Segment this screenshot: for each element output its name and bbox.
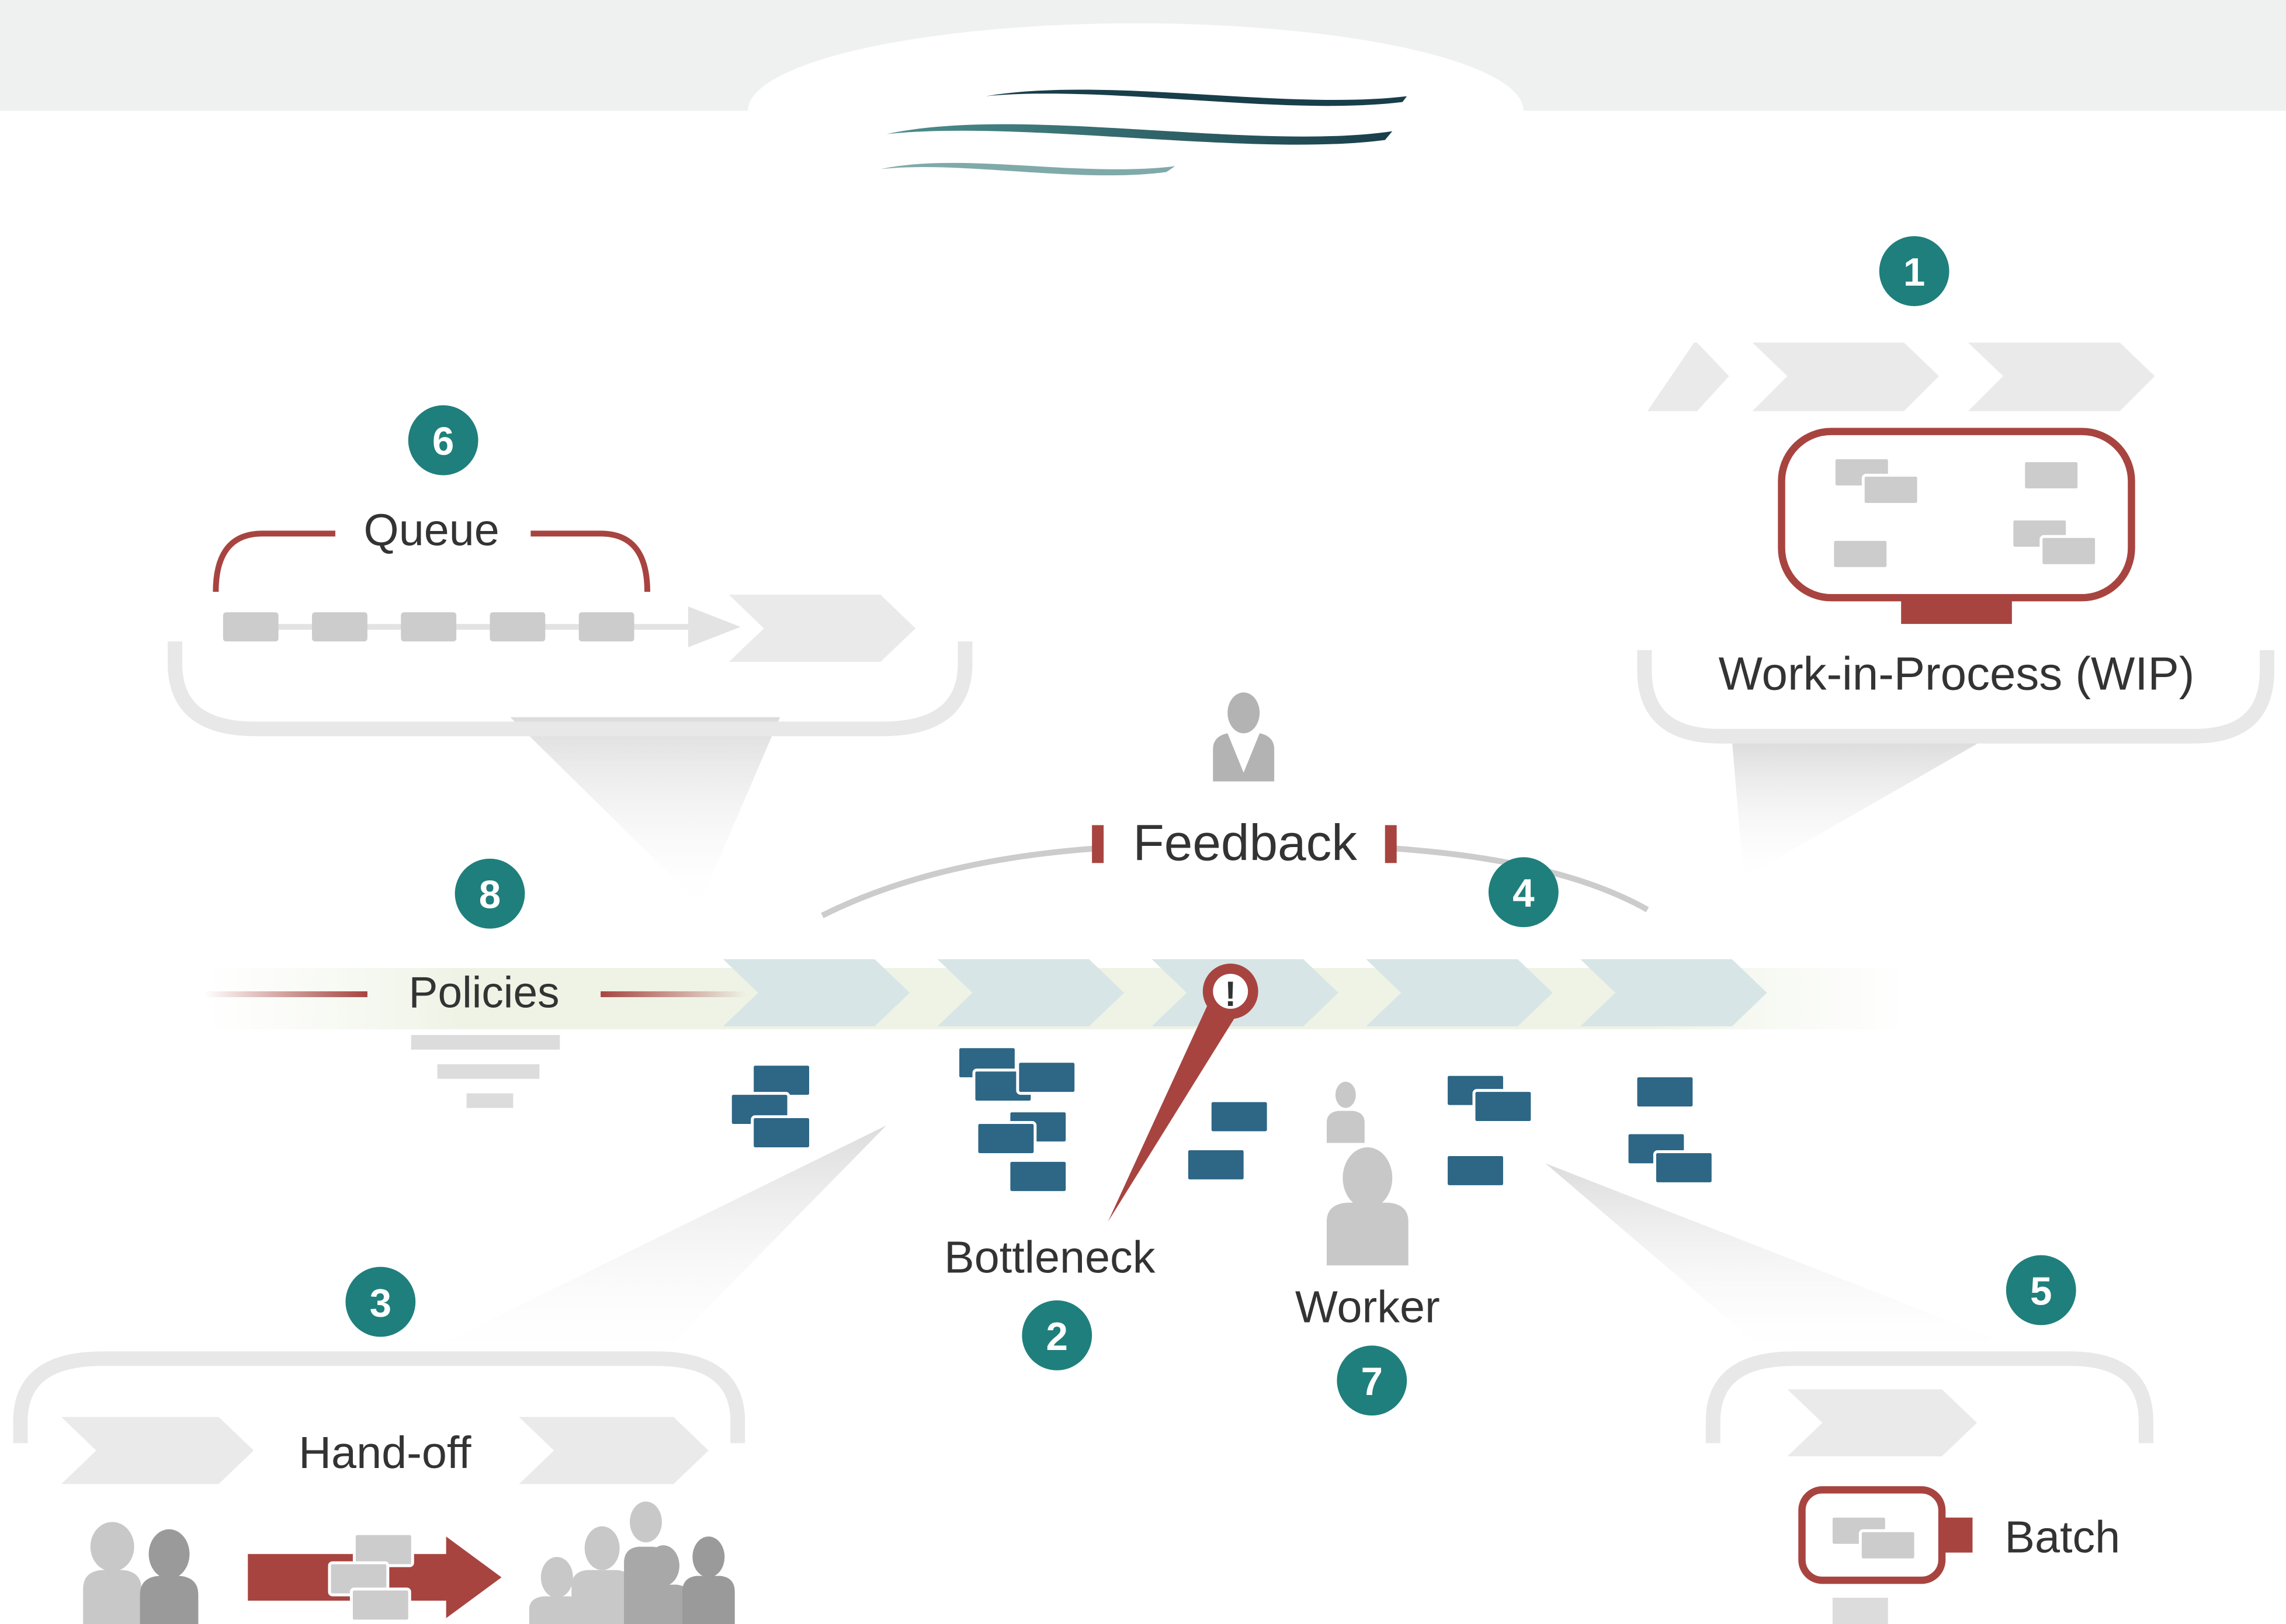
handoff-callout: Hand-off [13,1125,887,1624]
stage-arrow-2 [937,959,1125,1026]
work-cards [729,1045,1715,1194]
handoff-label: Hand-off [299,1428,471,1478]
bottleneck-alert-icon: ! [1224,974,1236,1014]
logo-waves [880,89,1407,176]
badge-7: 7 [1361,1360,1383,1404]
queue-callout: Queue 6 [168,405,973,904]
badge-4: 4 [1513,872,1535,915]
left-team-icon [83,1522,199,1624]
bottleneck-label: Bottleneck [944,1233,1156,1283]
badge-5: 5 [2030,1269,2052,1313]
badge-2: 2 [1046,1315,1068,1359]
feedback-label: Feedback [1133,814,1357,871]
value-stream [204,959,1910,1029]
stage-arrow-5 [1580,959,1767,1026]
policies-group: Policies 8 [204,858,747,1108]
right-team-icon [529,1501,735,1624]
badge-8: 8 [479,873,501,917]
customer-figure-icon [1213,692,1275,782]
worker-label: Worker [1295,1282,1440,1332]
batch-callout: Batch 5 [1545,1163,2153,1624]
wip-label: Work-in-Process (WIP) [1719,647,2195,699]
badge-1: 1 [1903,251,1925,294]
small-worker-icon [1326,1081,1365,1143]
queue-label: Queue [364,505,499,555]
header-band [0,0,2286,199]
stage-arrow-1 [723,959,910,1026]
badge-6: 6 [432,420,454,464]
badge-3: 3 [370,1281,391,1325]
wip-callout: Work-in-Process (WIP) 1 [1637,236,2275,878]
stage-arrows [723,959,1767,1026]
feedback-group: Feedback 4 [821,692,1649,928]
worker-group: Worker 7 [1295,1081,1440,1416]
batch-label: Batch [2004,1512,2120,1563]
worker-icon [1326,1147,1409,1266]
policies-label: Policies [409,967,560,1016]
stage-arrow-4 [1366,959,1553,1026]
